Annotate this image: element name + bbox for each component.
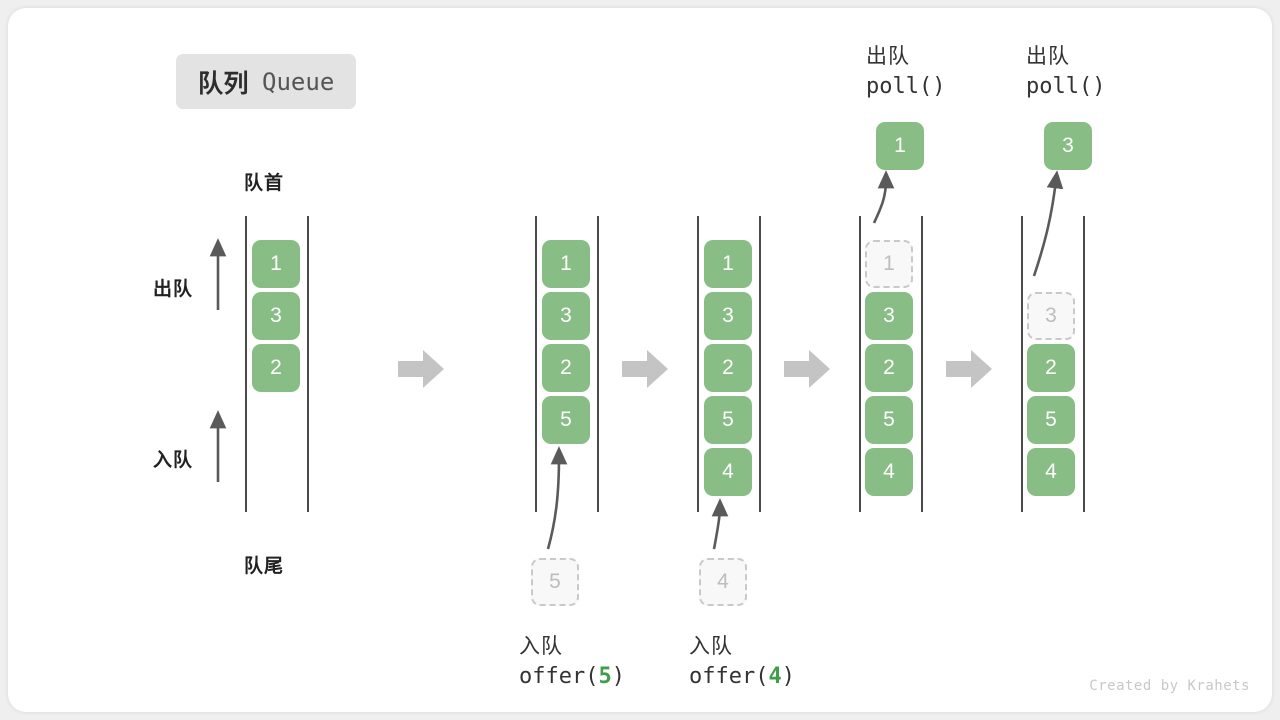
queue-rail-left-stage-5 (1021, 216, 1023, 512)
stage-caption-code: offer(4) (689, 664, 795, 689)
queue-item: 5 (865, 396, 913, 444)
removed-ghost-item: 1 (865, 240, 913, 288)
code-argument: 4 (768, 664, 782, 689)
incoming-ghost-item: 4 (699, 558, 747, 606)
stage-caption-code: poll() (866, 74, 946, 99)
queue-item: 4 (865, 448, 913, 496)
dequeue-flow-arrow-icon (872, 170, 895, 224)
queue-item: 2 (252, 344, 300, 392)
queue-item: 5 (1027, 396, 1075, 444)
credit-text: Created by Krahets (1089, 678, 1250, 694)
queue-item: 1 (542, 240, 590, 288)
stage-caption-cn: 入队 (519, 635, 563, 658)
step-arrow-icon (622, 350, 668, 388)
queue-rail-left-stage-3 (697, 216, 699, 512)
queue-rail-right-stage-3 (759, 216, 761, 512)
queue-rail-right-stage-2 (597, 216, 599, 512)
queue-item: 2 (704, 344, 752, 392)
queue-rail-right-stage-5 (1083, 216, 1085, 512)
queue-item: 3 (704, 292, 752, 340)
queue-item: 1 (252, 240, 300, 288)
step-arrow-icon (398, 350, 444, 388)
dequeue-direction-label: 出队 (153, 279, 194, 300)
queue-item: 5 (704, 396, 752, 444)
queue-item: 4 (1027, 448, 1075, 496)
queue-front-label: 队首 (244, 173, 285, 194)
removed-ghost-item: 3 (1027, 292, 1075, 340)
figure-title-cn: 队列 (198, 69, 250, 98)
stage-caption-cn: 出队 (866, 45, 910, 68)
stage-caption-cn: 入队 (689, 635, 733, 658)
enqueue-flow-arrow-icon (711, 498, 729, 550)
popped-item: 1 (876, 122, 924, 170)
figure-title-pill: 队列 Queue (176, 54, 357, 109)
stage-caption-code: offer(5) (519, 664, 625, 689)
step-arrow-icon (784, 350, 830, 388)
figure-title-en: Queue (262, 67, 335, 96)
queue-item: 2 (1027, 344, 1075, 392)
queue-rail-right-stage-4 (921, 216, 923, 512)
queue-rail-left-stage-2 (535, 216, 537, 512)
code-argument: 5 (598, 664, 612, 689)
figure-card: 队列 Queue 队首 队尾 出队 入队 1 3 2 1 3 2 5 5 入队 … (8, 8, 1272, 712)
queue-item: 2 (542, 344, 590, 392)
step-arrow-icon (946, 350, 992, 388)
enqueue-direction-label: 入队 (153, 450, 194, 471)
queue-item: 2 (865, 344, 913, 392)
queue-item-new: 4 (704, 448, 752, 496)
enqueue-flow-arrow-icon (546, 446, 568, 550)
queue-rail-right-stage-1 (307, 216, 309, 512)
queue-rail-left-stage-4 (859, 216, 861, 512)
queue-item: 3 (252, 292, 300, 340)
queue-item: 1 (704, 240, 752, 288)
popped-item: 3 (1044, 122, 1092, 170)
stage-caption-cn: 出队 (1026, 45, 1070, 68)
queue-rear-label: 队尾 (244, 556, 285, 577)
stage-caption-code: poll() (1026, 74, 1106, 99)
queue-item-new: 5 (542, 396, 590, 444)
queue-item: 3 (542, 292, 590, 340)
incoming-ghost-item: 5 (531, 558, 579, 606)
dequeue-flow-arrow-icon (1032, 170, 1064, 277)
queue-item: 3 (865, 292, 913, 340)
queue-rail-left-stage-1 (245, 216, 247, 512)
